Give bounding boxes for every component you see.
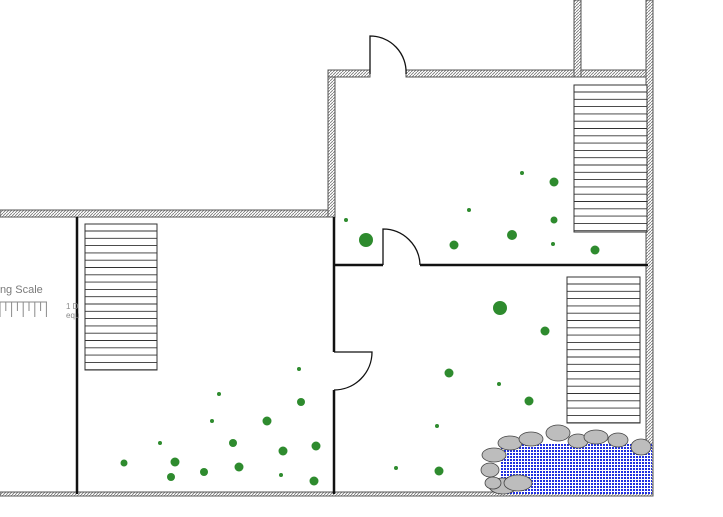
wall-upper-left-horizontal[interactable] xyxy=(0,209,335,218)
shrub[interactable] xyxy=(467,208,471,212)
shrub[interactable] xyxy=(359,233,373,247)
door-top[interactable] xyxy=(369,35,407,75)
pond-rocks xyxy=(480,424,652,495)
shrub[interactable] xyxy=(493,301,507,315)
shrub[interactable] xyxy=(520,171,524,175)
shelving-unit[interactable] xyxy=(573,84,648,233)
drawing-scale-note: 1 D equ xyxy=(66,302,79,320)
shrub[interactable] xyxy=(297,367,301,371)
wall-bottom[interactable] xyxy=(0,491,654,497)
shrub[interactable] xyxy=(497,382,501,386)
shrub[interactable] xyxy=(262,416,272,426)
shrub[interactable] xyxy=(170,457,180,467)
scale-note-line1: 1 D xyxy=(66,302,79,311)
shrub[interactable] xyxy=(394,466,398,470)
shrub[interactable] xyxy=(167,473,175,481)
shrub[interactable] xyxy=(550,216,558,224)
drawing-scale-title: ving Scale xyxy=(0,284,43,296)
shrub[interactable] xyxy=(551,242,555,246)
door-swing-icon[interactable] xyxy=(333,35,421,391)
shrub-icon[interactable] xyxy=(120,171,600,486)
shrub[interactable] xyxy=(524,396,534,406)
shrub[interactable] xyxy=(158,441,162,445)
shrub[interactable] xyxy=(297,398,305,406)
shelving-unit[interactable] xyxy=(566,276,641,424)
shrub[interactable] xyxy=(507,230,517,240)
door-left[interactable] xyxy=(333,351,373,391)
shrub[interactable] xyxy=(234,462,244,472)
shrub[interactable] xyxy=(200,468,208,476)
shrub[interactable] xyxy=(217,392,221,396)
wall-top-left-segment[interactable] xyxy=(327,69,371,78)
shrub[interactable] xyxy=(278,446,288,456)
drawing-scale-ruler xyxy=(0,301,47,317)
pond-icon[interactable] xyxy=(480,424,652,495)
shrub[interactable] xyxy=(444,368,454,378)
shrub[interactable] xyxy=(434,466,444,476)
shrub[interactable] xyxy=(435,424,439,428)
scale-note-line2: equ xyxy=(66,311,80,320)
wall-top-right-segment[interactable] xyxy=(405,69,653,78)
door-middle[interactable] xyxy=(382,228,421,266)
shelving-icon[interactable] xyxy=(84,84,648,424)
interior-partitions[interactable] xyxy=(75,217,648,494)
shelving-unit[interactable] xyxy=(84,223,158,371)
shrub[interactable] xyxy=(120,459,128,467)
wall-upper-vertical[interactable] xyxy=(327,69,336,218)
shrub[interactable] xyxy=(311,441,321,451)
wall-right-vertical[interactable] xyxy=(645,0,654,496)
shrub[interactable] xyxy=(210,419,214,423)
shrub[interactable] xyxy=(549,177,559,187)
shrub[interactable] xyxy=(540,326,550,336)
shrub[interactable] xyxy=(229,439,237,447)
shrub[interactable] xyxy=(279,473,283,477)
shrub[interactable] xyxy=(449,240,459,250)
wall-top-right-stub[interactable] xyxy=(573,0,582,78)
shrub[interactable] xyxy=(590,245,600,255)
shrub[interactable] xyxy=(309,476,319,486)
shrub[interactable] xyxy=(344,218,348,222)
